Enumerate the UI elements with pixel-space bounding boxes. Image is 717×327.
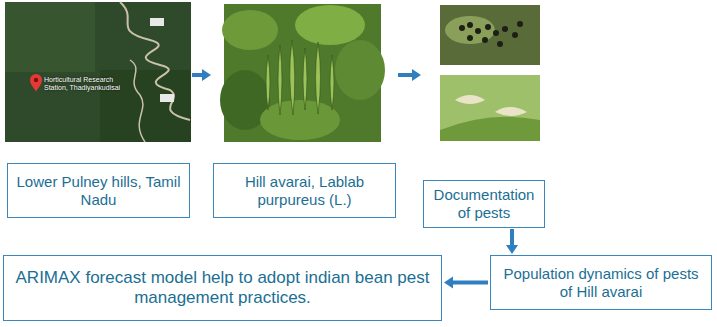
box-text: Documentation of pests [430,186,538,222]
box-text: Hill avarai, Lablab purpureus (L.) [220,173,389,209]
flow-arrow [398,69,421,81]
plant-photo [220,4,385,142]
flow-arrow [444,277,488,289]
text-box: Lower Pulney hills, Tamil Nadu [7,163,190,218]
satellite-map [5,2,191,142]
text-box: Population dynamics of pests of Hill ava… [490,255,712,310]
flow-arrow [506,229,518,254]
box-text: Population dynamics of pests of Hill ava… [497,265,705,301]
map-label: Horticultural Research Station, Thadiyan… [44,76,124,91]
text-box: ARIMAX forecast model help to adopt indi… [3,255,442,321]
box-text: Lower Pulney hills, Tamil Nadu [14,173,183,209]
text-box: Hill avarai, Lablab purpureus (L.) [213,163,396,218]
box-text: ARIMAX forecast model help to adopt indi… [10,268,435,309]
flow-arrow [192,69,211,81]
pest-photos [440,5,540,141]
text-box: Documentation of pests [423,180,545,228]
